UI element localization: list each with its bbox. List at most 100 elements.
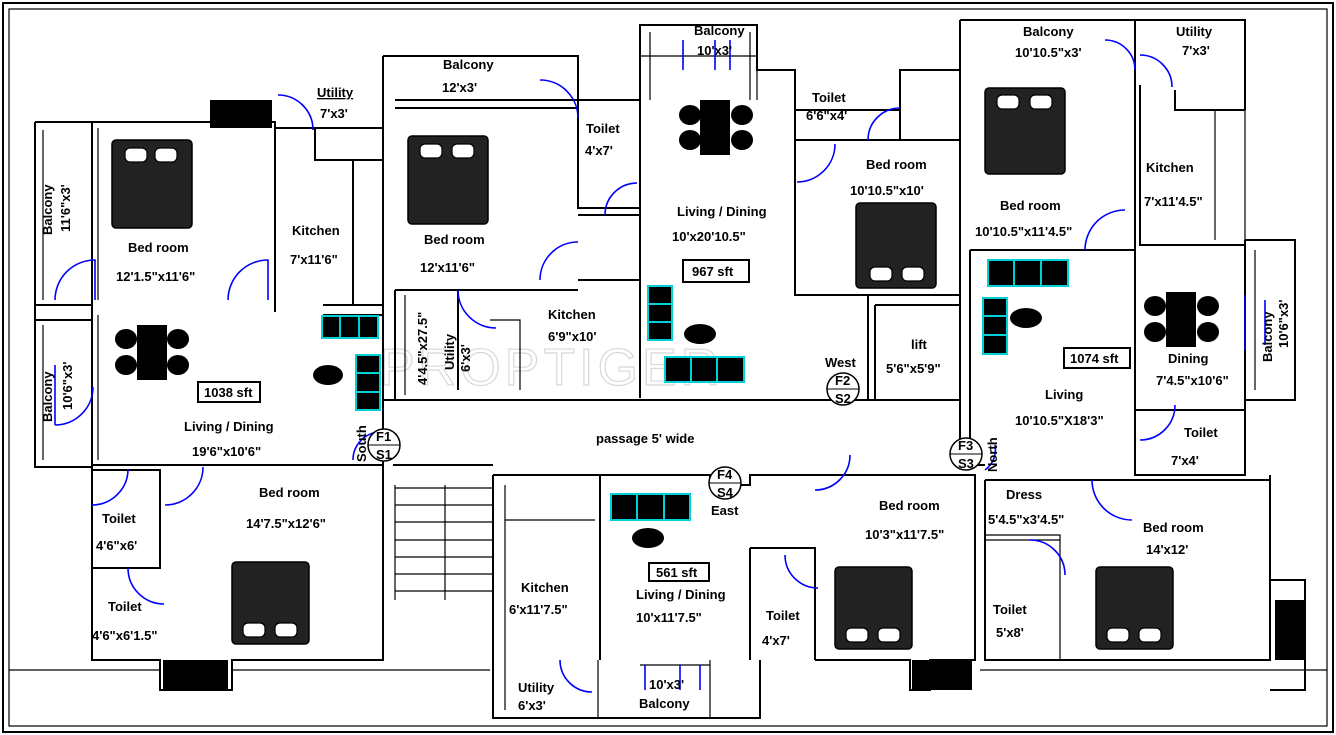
room-name: Toilet bbox=[993, 602, 1027, 617]
bed-icon bbox=[111, 139, 193, 229]
room-dim: 7'4.5"x10'6" bbox=[1156, 373, 1229, 388]
room-dim: 6'x3' bbox=[518, 698, 546, 713]
room-name: Toilet bbox=[102, 511, 136, 526]
direction-label: West bbox=[825, 355, 856, 370]
room-name: Toilet bbox=[812, 90, 846, 105]
room-name: Utility bbox=[317, 85, 354, 100]
coffee-table-icon bbox=[632, 528, 664, 548]
flat-code: F4 bbox=[717, 467, 733, 482]
bed-icon bbox=[984, 87, 1066, 175]
room-dim: 6'x3' bbox=[458, 344, 473, 372]
sofa-icon bbox=[982, 297, 1008, 355]
room-dim: 14'7.5"x12'6" bbox=[246, 516, 326, 531]
room-name: Living / Dining bbox=[184, 419, 274, 434]
room-name: Balcony bbox=[1023, 24, 1074, 39]
room-name: Living / Dining bbox=[677, 204, 767, 219]
room-name: Bed room bbox=[866, 157, 927, 172]
room-dim: 12'x11'6" bbox=[420, 260, 475, 275]
bed-icon bbox=[834, 566, 913, 650]
bed-icon bbox=[407, 135, 489, 225]
room-name: Bed room bbox=[1000, 198, 1061, 213]
room-dim: 5'4.5"x3'4.5" bbox=[988, 512, 1064, 527]
room-dim: 4'x7' bbox=[762, 633, 790, 648]
room-dim: 10'10.5"x3' bbox=[1015, 45, 1082, 60]
room-name: Balcony bbox=[40, 184, 55, 235]
room-name: lift bbox=[911, 337, 928, 352]
flat-code: F1 bbox=[376, 429, 391, 444]
door-swings bbox=[54, 39, 1266, 693]
bed-icon bbox=[855, 202, 937, 289]
coffee-table-icon bbox=[313, 365, 343, 385]
room-name: Bed room bbox=[259, 485, 320, 500]
room-dim: 19'6"x10'6" bbox=[192, 444, 261, 459]
room-name: Living / Dining bbox=[636, 587, 726, 602]
bed-icon bbox=[1095, 566, 1174, 650]
flat-marker: F3 S3 North bbox=[949, 437, 1000, 472]
area-box: 1038 sft bbox=[197, 381, 261, 403]
room-dim: 14'x12' bbox=[1146, 542, 1188, 557]
room-dim: 7'x3' bbox=[320, 106, 348, 121]
area-label: 561 sft bbox=[656, 565, 698, 580]
room-name: Kitchen bbox=[521, 580, 569, 595]
room-dim: 5'x8' bbox=[996, 625, 1024, 640]
sofa-icon bbox=[321, 315, 379, 339]
sofa-icon bbox=[987, 259, 1069, 287]
room-name: Utility bbox=[1176, 24, 1213, 39]
room-dim: 10'10.5"X18'3" bbox=[1015, 413, 1104, 428]
room-name: Toilet bbox=[586, 121, 620, 136]
watermark: PROPTIGER bbox=[380, 339, 722, 397]
sofa-icon bbox=[647, 285, 673, 341]
room-name: Toilet bbox=[108, 599, 142, 614]
coffee-table-icon bbox=[684, 324, 716, 344]
room-dim: 10'x11'7.5" bbox=[636, 610, 702, 625]
area-label: 1074 sft bbox=[1070, 351, 1119, 366]
flat-marker: F2 S2 West bbox=[825, 355, 860, 406]
room-dim: 11'6"x3' bbox=[58, 184, 73, 232]
room-dim: 7'x3' bbox=[1182, 43, 1210, 58]
direction-label: North bbox=[985, 437, 1000, 472]
area-box: 967 sft bbox=[682, 259, 750, 283]
room-labels: Balcony 11'6"x3' Bed room 12'1.5"x11'6" … bbox=[40, 23, 1291, 713]
room-dim: 10'x20'10.5" bbox=[672, 229, 746, 244]
room-dim: 10'3"x11'7.5" bbox=[865, 527, 944, 542]
sofa-icon bbox=[355, 354, 381, 411]
coffee-table-icon bbox=[1010, 308, 1042, 328]
dining-table-icon bbox=[679, 100, 753, 155]
room-name: Bed room bbox=[1143, 520, 1204, 535]
flat-code: F2 bbox=[835, 373, 850, 388]
room-name: Living bbox=[1045, 387, 1083, 402]
sofa-icon bbox=[610, 493, 691, 521]
furniture bbox=[111, 87, 1219, 650]
stair-code: S1 bbox=[376, 447, 392, 462]
room-name: Toilet bbox=[766, 608, 800, 623]
room-name: Kitchen bbox=[548, 307, 596, 322]
room-dim: 5'6"x5'9" bbox=[886, 361, 941, 376]
room-dim: 12'x3' bbox=[442, 80, 477, 95]
room-dim: 6'x11'7.5" bbox=[509, 602, 568, 617]
room-name: Utility bbox=[518, 680, 555, 695]
room-name: Kitchen bbox=[292, 223, 340, 238]
room-name: Balcony bbox=[639, 696, 690, 711]
flat-marker: F1 S1 South bbox=[354, 425, 401, 462]
stair-code: S2 bbox=[835, 391, 851, 406]
room-name: Balcony bbox=[40, 371, 55, 422]
room-dim: 10'6"x3' bbox=[1276, 300, 1291, 349]
room-name: Bed room bbox=[424, 232, 485, 247]
room-dim: 12'1.5"x11'6" bbox=[116, 269, 195, 284]
room-dim: 10'10.5"x11'4.5" bbox=[975, 224, 1072, 239]
room-name: Toilet bbox=[1184, 425, 1218, 440]
flat-code: F3 bbox=[958, 438, 973, 453]
room-name: Bed room bbox=[879, 498, 940, 513]
passage-label: passage 5' wide bbox=[596, 431, 694, 446]
room-dim: 6'6"x4' bbox=[806, 108, 847, 123]
room-dim: 10'6"x3' bbox=[60, 362, 75, 411]
room-name: Balcony bbox=[694, 23, 745, 38]
room-name: Kitchen bbox=[1146, 160, 1194, 175]
duct-dim: 4'4.5"x27.5" bbox=[415, 312, 430, 385]
room-name: Bed room bbox=[128, 240, 189, 255]
room-name: Utility bbox=[442, 333, 457, 370]
room-dim: 10'x3' bbox=[649, 677, 684, 692]
sofa-icon bbox=[664, 356, 745, 383]
area-box: 1074 sft bbox=[1063, 347, 1131, 369]
